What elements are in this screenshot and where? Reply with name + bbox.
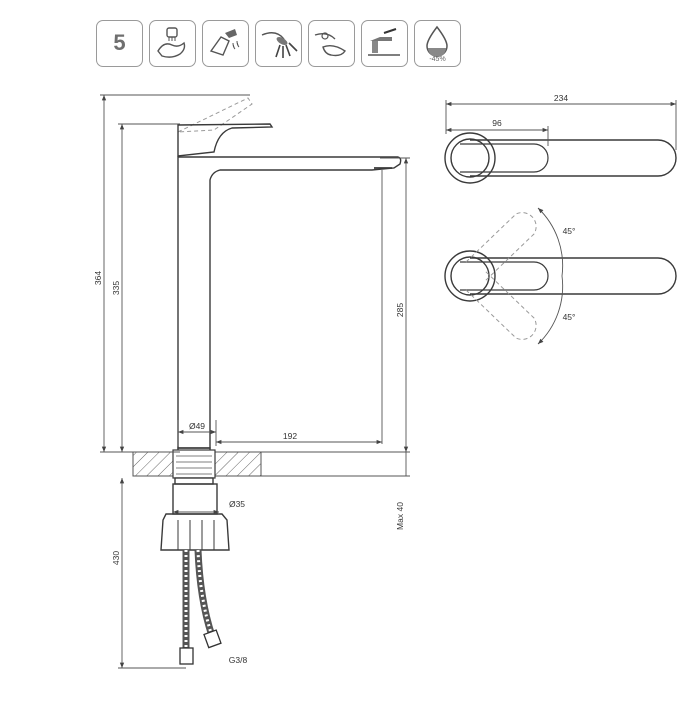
dim-hose-length: 430 bbox=[111, 551, 121, 565]
dim-shank-diameter: Ø35 bbox=[229, 499, 245, 509]
dim-rotation-up: 45° bbox=[563, 226, 576, 236]
cold-water-lever-icon bbox=[361, 20, 408, 67]
handle-raised-outline bbox=[177, 97, 253, 133]
dim-hose-thread: G3/8 bbox=[229, 655, 248, 665]
deck-section bbox=[132, 449, 262, 479]
dim-top-handle-length: 96 bbox=[492, 118, 502, 128]
water-saving-label: -45% bbox=[429, 56, 446, 63]
dim-top-total-length: 234 bbox=[554, 93, 568, 103]
water-saving-icon: -45% bbox=[414, 20, 461, 67]
dim-spout-reach: 192 bbox=[283, 431, 297, 441]
dim-body-height: 335 bbox=[111, 281, 121, 295]
dim-rotation-down: 45° bbox=[563, 312, 576, 322]
warranty-years: 5 bbox=[113, 30, 126, 55]
top-plan-upper bbox=[444, 132, 677, 184]
faucet-side-view bbox=[177, 97, 402, 453]
dim-deck-thickness: Max 40 bbox=[395, 502, 405, 530]
aerator-spray-icon bbox=[255, 20, 302, 67]
hand-cleaning-aerator-icon bbox=[149, 20, 196, 67]
limescale-removal-icon bbox=[202, 20, 249, 67]
side-dimension-lines bbox=[100, 94, 410, 669]
top-view bbox=[444, 132, 677, 340]
dim-base-diameter: Ø49 bbox=[189, 421, 205, 431]
eco-cold-start-icon bbox=[308, 20, 355, 67]
top-dimension-lines bbox=[445, 100, 677, 345]
top-plan-lower bbox=[444, 212, 677, 340]
dim-spout-height: 285 bbox=[395, 303, 405, 317]
dim-total-height: 364 bbox=[93, 271, 103, 285]
handle-lever bbox=[177, 123, 274, 157]
mounting-nut bbox=[160, 477, 230, 551]
warranty-icon: 5 bbox=[96, 20, 143, 67]
supply-hoses bbox=[179, 549, 222, 665]
faucet-body bbox=[177, 156, 402, 449]
